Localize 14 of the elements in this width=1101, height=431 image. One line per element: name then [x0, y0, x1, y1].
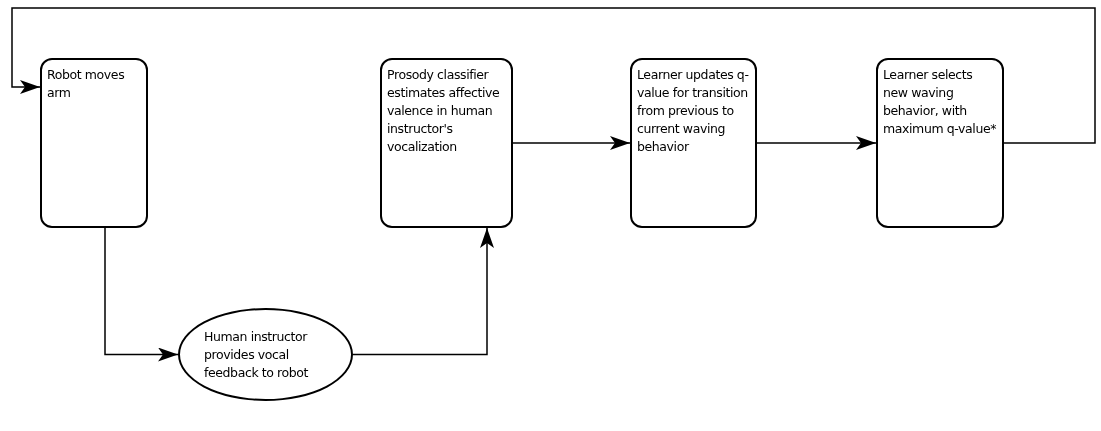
- node-text: Learner updates q-value for transition from previous to current waving behavior: [637, 66, 750, 156]
- process-box: [876, 58, 1004, 228]
- node-text: Learner selects new waving behavior, with maximum q-value*: [883, 66, 997, 138]
- process-box: [630, 58, 757, 228]
- process-box: [380, 58, 513, 228]
- node-text: Robot moves arm: [47, 66, 126, 102]
- process-box: [40, 58, 148, 228]
- arrow: [512, 136, 631, 150]
- node-text: Prosody classifier estimates affective valence in human instructor's vocalization: [387, 66, 501, 156]
- arrow: [352, 227, 494, 356]
- node-text: Human instructor provides vocal feedback to robot: [204, 327, 310, 382]
- arrow: [104, 227, 179, 362]
- arrow: [756, 136, 877, 150]
- arrow: [11, 7, 1096, 144]
